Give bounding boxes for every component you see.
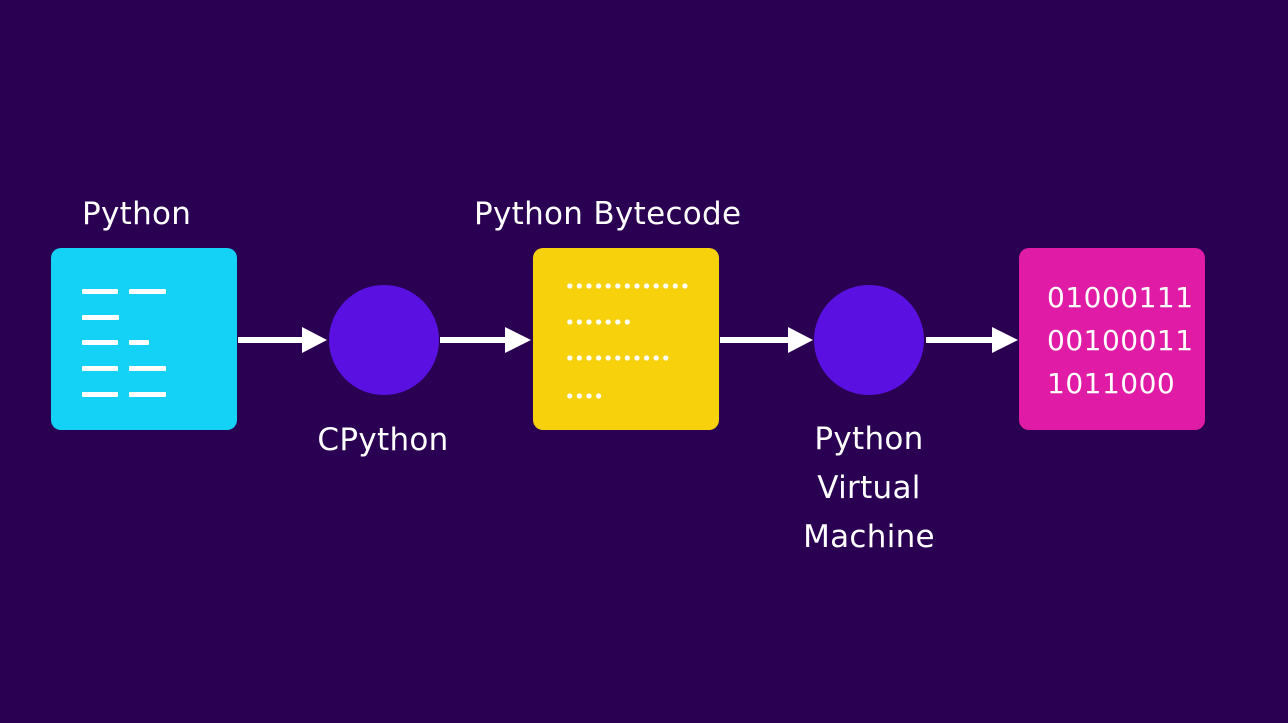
python-bytecode-box — [533, 248, 719, 430]
cpython-label: CPython — [317, 422, 449, 458]
python-label: Python — [82, 196, 192, 232]
python-source-box — [51, 248, 237, 430]
python-virtual-machine-node — [814, 285, 924, 395]
pvm-label-line-2: Virtual — [817, 470, 921, 506]
binary-line-2: 00100011 — [1047, 324, 1194, 357]
pvm-label: Python Virtual Machine — [803, 415, 935, 562]
binary-code: 01000111 00100011 1011000 — [1047, 276, 1194, 405]
pvm-label-line-1: Python — [814, 421, 924, 457]
arrow-cpython-to-bytecode — [440, 327, 531, 353]
pvm-label-line-3: Machine — [803, 519, 935, 555]
binary-line-3: 1011000 — [1047, 367, 1176, 400]
arrow-bytecode-to-pvm — [720, 327, 813, 353]
arrow-python-to-cpython — [238, 327, 327, 353]
arrow-pvm-to-machine-code — [926, 327, 1018, 353]
machine-code-box: 01000111 00100011 1011000 — [1019, 248, 1205, 430]
cpython-node — [329, 285, 439, 395]
python-bytecode-label: Python Bytecode — [474, 196, 742, 232]
binary-line-1: 01000111 — [1047, 281, 1194, 314]
